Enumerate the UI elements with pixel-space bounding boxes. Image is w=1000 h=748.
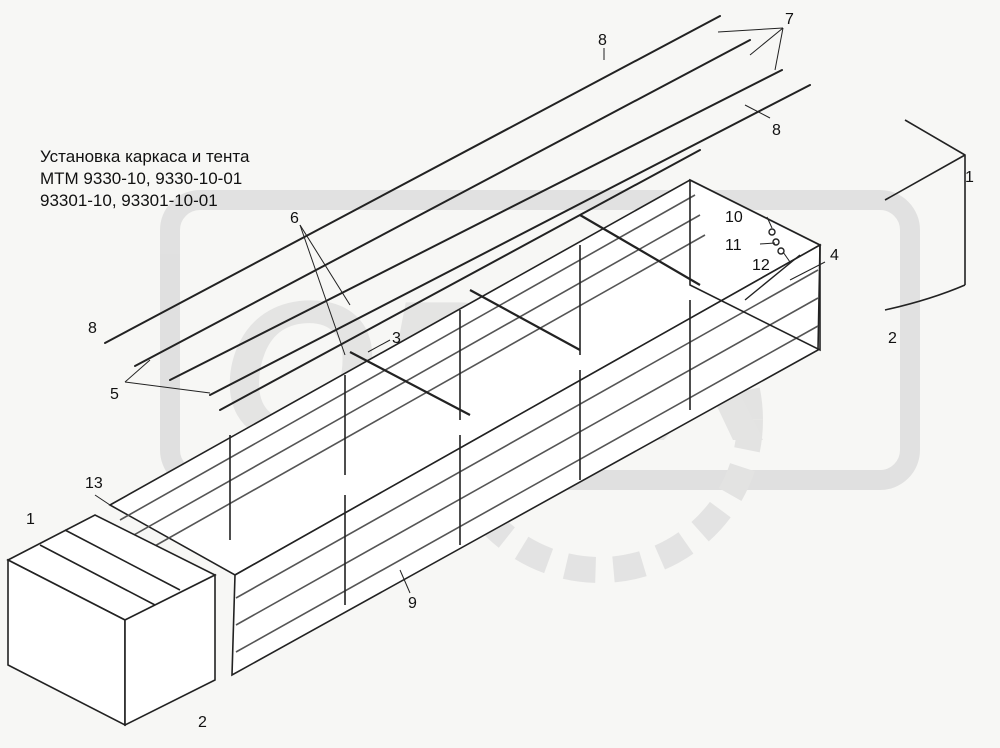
callout-2-front: 2 [198,714,207,731]
callout-8-top: 8 [598,32,607,49]
callout-8-left: 8 [88,320,97,337]
callout-1-rear: 1 [965,169,974,186]
title-line-3: 93301-10, 93301-10-01 [40,191,218,210]
callout-8-right: 8 [772,122,781,139]
callout-2-rear: 2 [888,330,897,347]
leader-lines [94,27,826,594]
callout-6: 6 [290,210,299,227]
callout-7: 7 [785,11,794,28]
tarp-package-rear [884,119,966,311]
callout-12: 12 [752,257,770,274]
cable-detail [744,228,801,301]
callout-13: 13 [85,475,103,492]
body-frame [108,178,822,677]
roof-bows [104,15,811,411]
callout-4: 4 [830,247,839,264]
drawing-title: Установка каркаса и тента МТМ 9330-10, 9… [40,146,249,212]
title-line-2: МТМ 9330-10, 9330-10-01 [40,169,243,188]
callout-9: 9 [408,595,417,612]
callout-11: 11 [725,237,742,254]
tarp-package-front [6,514,217,727]
title-line-1: Установка каркаса и тента [40,147,250,166]
callout-labels: 8 7 8 1 6 10 11 4 12 2 8 3 5 13 1 9 2 [26,11,974,731]
callout-10: 10 [725,209,743,226]
callout-1-front: 1 [26,511,35,528]
callout-5: 5 [110,386,119,403]
callout-3: 3 [392,330,401,347]
